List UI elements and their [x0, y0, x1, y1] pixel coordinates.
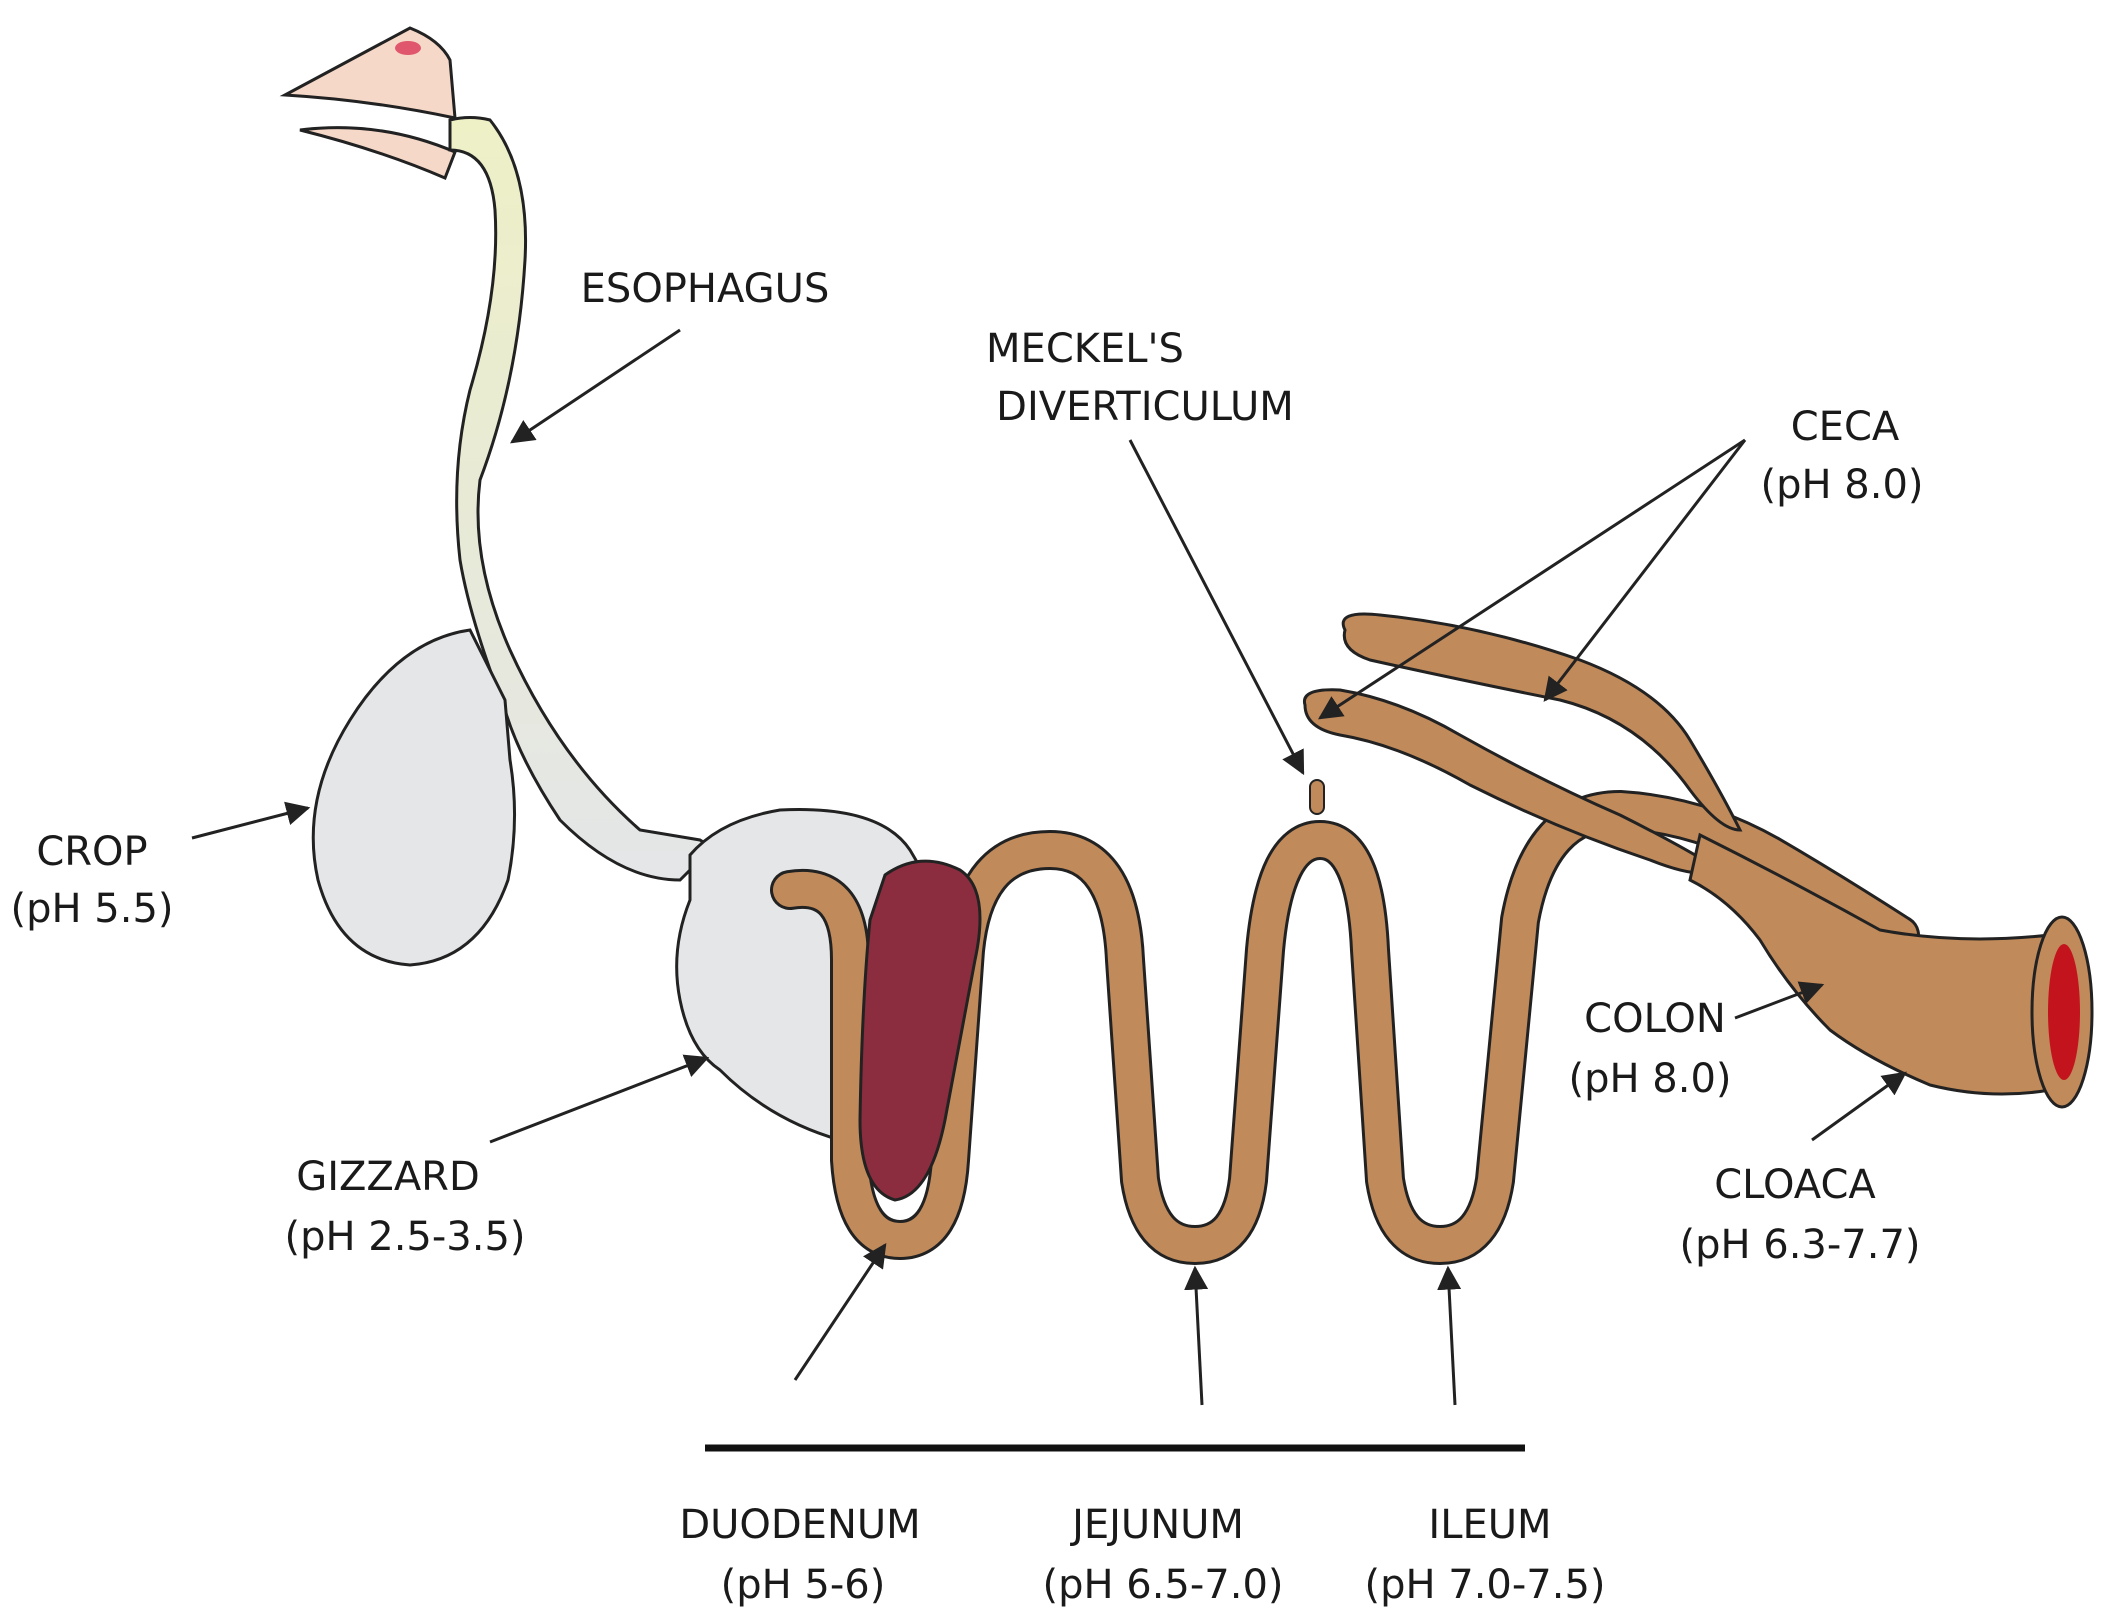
label-gizzard-ph: (pH 2.5-3.5) — [284, 1214, 525, 1260]
label-colon-name: COLON — [1584, 996, 1726, 1042]
crop — [311, 628, 517, 967]
arrow-ileum — [1437, 1265, 1462, 1406]
arrow-esophagus — [510, 328, 681, 444]
label-duodenum-name: DUODENUM — [679, 1502, 920, 1548]
vent-opening — [2048, 944, 2080, 1080]
label-meckels-line1: MECKEL'S — [986, 326, 1184, 372]
label-esophagus: ESOPHAGUS — [581, 266, 830, 312]
colon-cloaca — [1688, 832, 2052, 1096]
label-gizzard-name: GIZZARD — [296, 1154, 480, 1200]
label-crop-name: CROP — [36, 829, 147, 875]
label-ceca-ph: (pH 8.0) — [1760, 462, 1923, 508]
label-meckels-line2: DIVERTICULUM — [996, 384, 1294, 430]
arrow-duodenum — [793, 1243, 887, 1381]
arrow-ceca-upper — [1543, 439, 1747, 702]
arrow-crop — [191, 801, 311, 840]
cecum-upper — [1341, 612, 1743, 832]
label-ceca-name: CECA — [1791, 404, 1900, 450]
label-colon-ph: (pH 8.0) — [1568, 1056, 1731, 1102]
meckels-diverticulum — [1309, 779, 1325, 815]
label-duodenum-ph: (pH 5-6) — [721, 1562, 886, 1608]
label-jejunum-name: JEJUNUM — [1069, 1502, 1244, 1548]
beak — [279, 26, 457, 180]
arrow-colon — [1734, 981, 1825, 1020]
arrow-ceca-lower — [1317, 438, 1746, 720]
arrow-jejunum — [1184, 1265, 1209, 1406]
label-crop-ph: (pH 5.5) — [10, 886, 173, 932]
label-ileum-ph: (pH 7.0-7.5) — [1364, 1562, 1605, 1608]
label-jejunum-ph: (pH 6.5-7.0) — [1042, 1562, 1283, 1608]
pointer-arrows — [191, 328, 1907, 1406]
arrow-meckels — [1128, 439, 1305, 776]
label-cloaca-ph: (pH 6.3-7.7) — [1679, 1222, 1920, 1268]
label-cloaca-name: CLOACA — [1714, 1162, 1876, 1208]
nostril-mark — [395, 41, 421, 55]
arrow-gizzard — [489, 1054, 710, 1144]
pancreas — [858, 859, 982, 1202]
arrow-cloaca — [1811, 1071, 1907, 1142]
label-ileum-name: ILEUM — [1428, 1502, 1551, 1548]
